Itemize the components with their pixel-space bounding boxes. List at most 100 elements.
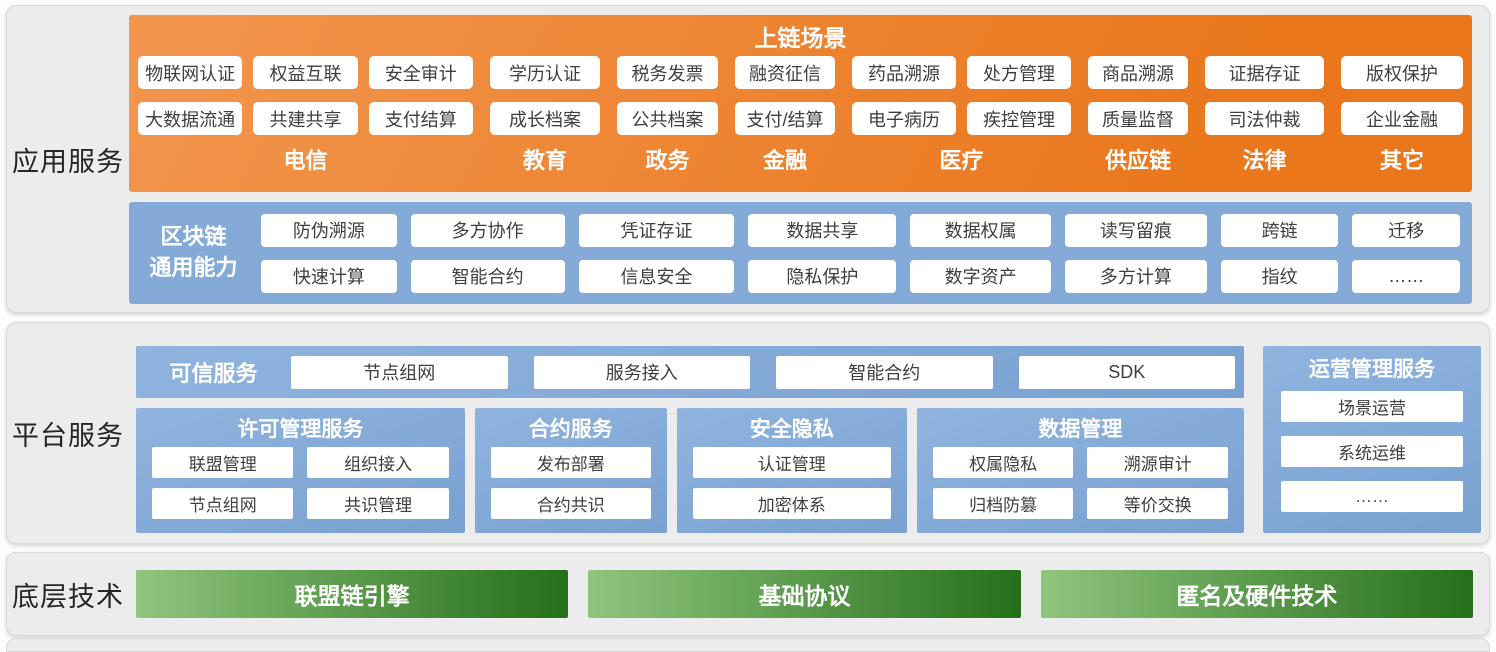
platform-box-title: 安全隐私: [749, 418, 834, 441]
section-app-services: 应用服务 上链场景 物联网认证大数据流通权益互联共建共享安全审计支付结算电信学历…: [6, 5, 1490, 313]
capability-column: 防伪溯源快速计算: [261, 213, 397, 293]
scenario-group-columns: 融资征信支付/结算: [735, 56, 835, 135]
scenario-item: 成长档案: [490, 102, 600, 135]
capability-item: 数据共享: [748, 213, 897, 247]
capability-item: 多方协作: [410, 213, 565, 247]
scenario-category-label: 法律: [1242, 148, 1287, 173]
platform-box-grid: 认证管理加密体系: [692, 447, 891, 519]
capability-item: 读写留痕: [1065, 213, 1207, 247]
scenario-column: 融资征信支付/结算: [735, 56, 835, 135]
platform-item: 合约共识: [490, 488, 651, 519]
scenario-item: 公共档案: [617, 102, 718, 135]
cutoff-card: [6, 638, 1490, 652]
scenario-item: 大数据流通: [138, 102, 243, 135]
scenario-item: 药品溯源: [852, 56, 956, 89]
scenario-category-label: 教育: [522, 148, 567, 173]
scenario-column: 税务发票公共档案: [617, 56, 718, 135]
capability-item: 数字资产: [910, 259, 1051, 293]
scenario-item: 企业金融: [1341, 102, 1463, 135]
ops-item: ……: [1281, 481, 1463, 512]
scenario-category-label: 电信: [283, 148, 328, 173]
scenario-groups: 物联网认证大数据流通权益互联共建共享安全审计支付结算电信学历认证成长档案教育税务…: [138, 56, 1463, 175]
trusted-services-label: 可信服务: [169, 361, 258, 386]
platform-box-grid: 权属隐私溯源审计归档防篡等价交换: [932, 447, 1228, 519]
capability-item: 智能合约: [410, 259, 565, 293]
capabilities-label-line1: 区块链: [160, 224, 227, 250]
base-tech-section-label: 底层技术: [12, 581, 124, 612]
ops-item: 系统运维: [1281, 436, 1463, 467]
scenario-item: 共建共享: [253, 102, 358, 135]
trusted-service-item: 智能合约: [776, 355, 993, 389]
scenario-group: 商品溯源质量监督供应链: [1088, 56, 1188, 175]
capability-item: 数据权属: [910, 213, 1051, 247]
scenario-column: 权益互联共建共享: [253, 56, 358, 135]
capability-item: 指纹: [1220, 259, 1339, 293]
scenario-item: 物联网认证: [138, 56, 243, 89]
ops-management-title: 运营管理服务: [1309, 358, 1435, 381]
scenario-column: 证据存证司法仲裁: [1205, 56, 1324, 135]
platform-box: 合约服务发布部署合约共识: [474, 408, 667, 533]
capability-item: 快速计算: [261, 259, 397, 293]
scenario-item: 支付/结算: [735, 102, 835, 135]
platform-box-title: 许可管理服务: [237, 418, 364, 441]
scenario-item: 版权保护: [1341, 56, 1463, 89]
platform-box: 数据管理权属隐私溯源审计归档防篡等价交换: [916, 408, 1244, 533]
scenario-item: 证据存证: [1205, 56, 1324, 89]
scenario-item: 权益互联: [253, 56, 358, 89]
platform-item: 联盟管理: [152, 447, 294, 478]
capability-column: 凭证存证信息安全: [578, 213, 735, 293]
base-tech-bar: 联盟链引擎: [136, 570, 569, 618]
scenario-column: 处方管理疾控管理: [967, 56, 1071, 135]
scenario-item: 质量监督: [1088, 102, 1188, 135]
capabilities-label: 区块链 通用能力: [141, 222, 246, 284]
scenario-item: 电子病历: [852, 102, 956, 135]
capability-item: 多方计算: [1065, 259, 1207, 293]
platform-box: 许可管理服务联盟管理组织接入节点组网共识管理: [136, 408, 465, 533]
capability-column: 数据权属数字资产: [910, 213, 1051, 293]
scenario-group: 物联网认证大数据流通权益互联共建共享安全审计支付结算电信: [138, 56, 473, 175]
ops-management-box: 运营管理服务 场景运营系统运维……: [1263, 346, 1481, 533]
scenario-group-columns: 商品溯源质量监督: [1088, 56, 1188, 135]
scenario-item: 学历认证: [490, 56, 600, 89]
section-base-tech: 底层技术 联盟链引擎基础协议匿名及硬件技术: [6, 552, 1490, 636]
scenario-group-columns: 药品溯源电子病历处方管理疾控管理: [852, 56, 1071, 135]
scenario-item: 处方管理: [967, 56, 1071, 89]
platform-item: 组织接入: [307, 447, 449, 478]
platform-item: 认证管理: [692, 447, 891, 478]
scenario-group: 税务发票公共档案政务: [617, 56, 718, 175]
platform-item: 归档防篡: [932, 488, 1074, 519]
capability-item: 迁移: [1352, 213, 1460, 247]
base-tech-bars: 联盟链引擎基础协议匿名及硬件技术: [136, 570, 1473, 618]
capability-item: 跨链: [1220, 213, 1339, 247]
platform-item: 溯源审计: [1087, 447, 1228, 478]
scenario-group: 融资征信支付/结算金融: [735, 56, 835, 175]
base-tech-bar: 基础协议: [588, 570, 1021, 618]
onchain-scenarios-panel: 上链场景 物联网认证大数据流通权益互联共建共享安全审计支付结算电信学历认证成长档…: [129, 15, 1472, 192]
platform-box-title: 数据管理: [1038, 418, 1123, 441]
base-tech-body: 联盟链引擎基础协议匿名及硬件技术: [129, 553, 1489, 635]
scenario-category-label: 供应链: [1104, 148, 1171, 173]
scenario-category-label: 政务: [645, 148, 690, 173]
scenario-group-columns: 物联网认证大数据流通权益互联共建共享安全审计支付结算: [138, 56, 473, 135]
platform-box-grid: 联盟管理组织接入节点组网共识管理: [152, 447, 449, 519]
scenario-group-columns: 学历认证成长档案: [490, 56, 600, 135]
blockchain-capabilities-band: 区块链 通用能力 防伪溯源快速计算多方协作智能合约凭证存证信息安全数据共享隐私保…: [129, 202, 1472, 304]
scenario-column: 商品溯源质量监督: [1088, 56, 1188, 135]
capability-column: 数据共享隐私保护: [748, 213, 897, 293]
app-services-section-label: 应用服务: [12, 146, 124, 177]
capability-columns: 防伪溯源快速计算多方协作智能合约凭证存证信息安全数据共享隐私保护数据权属数字资产…: [261, 213, 1460, 293]
scenario-category-label: 金融: [762, 148, 807, 173]
trusted-service-item: 服务接入: [533, 355, 750, 389]
capability-column: 迁移……: [1352, 213, 1460, 293]
scenario-group-columns: 版权保护企业金融: [1341, 56, 1463, 135]
base-tech-bar: 匿名及硬件技术: [1040, 570, 1473, 618]
platform-box: 安全隐私认证管理加密体系: [676, 408, 907, 533]
ops-box-items: 场景运营系统运维……: [1281, 391, 1463, 512]
capability-item: 信息安全: [578, 259, 735, 293]
scenario-group-columns: 证据存证司法仲裁: [1205, 56, 1324, 135]
capability-column: 多方协作智能合约: [410, 213, 565, 293]
